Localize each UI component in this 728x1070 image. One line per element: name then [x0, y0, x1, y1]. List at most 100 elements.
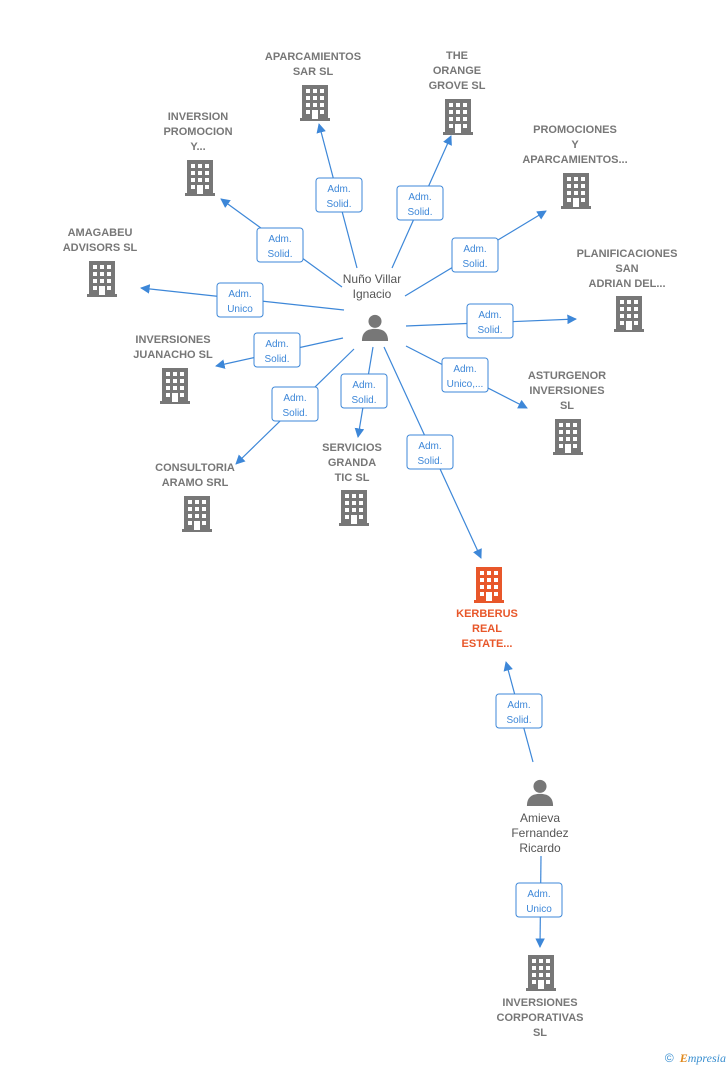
edge-label-text: Adm. — [453, 364, 476, 375]
relation-edge[interactable]: Adm.Unico,... — [405, 345, 528, 409]
company-name: AMAGABEU — [68, 227, 133, 239]
company-name: ASTURGENOR — [528, 370, 606, 382]
company-node[interactable]: INVERSIONPROMOCIONY... — [163, 111, 233, 196]
company-name: SERVICIOS — [322, 442, 382, 454]
edge-label-text: Solid. — [351, 395, 376, 406]
company-node[interactable]: APARCAMIENTOS SAR SL — [265, 51, 361, 121]
edge-label-text: Solid. — [506, 715, 531, 726]
company-name: REAL — [472, 623, 502, 635]
building-icon — [339, 490, 369, 526]
company-name: SAR SL — [293, 66, 334, 78]
edge-label-box — [216, 282, 264, 318]
edge-label-box — [451, 237, 499, 273]
building-icon — [553, 419, 583, 455]
edge-label-text: Adm. — [408, 192, 431, 203]
edge-label-text: Adm. — [478, 310, 501, 321]
company-name: GRANDA — [328, 457, 376, 469]
edge-label-text: Adm. — [265, 339, 288, 350]
edge-label-text: Solid. — [477, 325, 502, 336]
edge-label-text: Solid. — [282, 408, 307, 419]
relation-edge[interactable]: Adm.Solid. — [404, 210, 547, 297]
company-node[interactable]: CONSULTORIA ARAMO SRL — [155, 462, 235, 532]
building-icon — [526, 955, 556, 991]
edge-label-box — [495, 693, 543, 729]
relation-edge[interactable]: Adm.Solid. — [391, 135, 452, 269]
building-icon — [185, 160, 215, 196]
person-icon — [361, 314, 389, 341]
edge-label-box — [271, 386, 319, 422]
relation-edge[interactable]: Adm. Solid. — [220, 198, 343, 288]
company-name: INVERSIONES — [135, 334, 210, 346]
relation-edge[interactable]: Adm.Solid. — [315, 123, 363, 269]
company-name: ORANGE — [433, 65, 481, 77]
company-node[interactable]: SERVICIOS GRANDA TIC SL — [322, 442, 382, 526]
person-name: Ignacio — [353, 287, 392, 301]
edge-label-text: Adm. — [507, 700, 530, 711]
building-icon — [561, 173, 591, 209]
company-name: SL — [560, 400, 574, 412]
relation-edge[interactable]: Adm.Solid. — [340, 346, 388, 438]
company-name: PROMOCION — [163, 126, 232, 138]
building-icon — [474, 567, 504, 603]
person-name: Nuño Villar — [343, 272, 401, 286]
edge-label-box — [340, 373, 388, 409]
brand-initial: E — [679, 1051, 688, 1065]
edge-label-text: Adm. — [418, 441, 441, 452]
edge-label-box — [256, 227, 304, 263]
relation-edge[interactable]: Adm.Unico — [515, 855, 563, 948]
company-name: SL — [533, 1027, 547, 1039]
relation-edge[interactable]: Adm. Solid. — [405, 303, 577, 339]
company-node[interactable]: PROMOCIONESYAPARCAMIENTOS... — [522, 124, 628, 209]
company-name: ADRIAN DEL... — [589, 278, 666, 290]
building-icon — [300, 85, 330, 121]
company-node[interactable]: KERBERUSREALESTATE... — [456, 567, 518, 650]
edge-label-text: Solid. — [462, 259, 487, 270]
company-name: PROMOCIONES — [533, 124, 617, 136]
company-name: ARAMO SRL — [162, 477, 229, 489]
company-name: GROVE SL — [429, 80, 486, 92]
company-name: ADVISORS SL — [63, 242, 138, 254]
edge-label-text: Solid. — [326, 199, 351, 210]
company-name: SAN — [615, 263, 638, 275]
relation-edge[interactable]: Adm.Unico — [140, 282, 345, 318]
nodes-layer: Nuño VillarIgnacioAmievaFernandezRicardo… — [63, 50, 678, 1039]
edge-label-text: Adm. — [268, 234, 291, 245]
company-name: Y — [571, 139, 579, 151]
relation-edge[interactable]: Adm. Solid. — [235, 348, 355, 465]
building-icon — [160, 368, 190, 404]
company-name: CONSULTORIA — [155, 462, 235, 474]
company-name: TIC SL — [335, 472, 370, 484]
edge-label-text: Solid. — [417, 456, 442, 467]
person-name: Amieva — [520, 811, 560, 825]
edge-label-box — [396, 185, 444, 221]
edge-label-text: Adm. — [283, 393, 306, 404]
edge-label-box — [466, 303, 514, 339]
relation-edge[interactable]: Adm. Solid. — [495, 661, 543, 763]
building-icon — [443, 99, 473, 135]
edge-label-box — [441, 357, 489, 393]
company-name: Y... — [190, 141, 205, 153]
edge-label-box — [406, 434, 454, 470]
brand-name: mpresia — [687, 1051, 726, 1065]
edge-label-text: Solid. — [264, 354, 289, 365]
edge-label-text: Solid. — [267, 249, 292, 260]
company-node[interactable]: AMAGABEU ADVISORS SL — [63, 227, 138, 297]
person-name: Fernandez — [511, 826, 568, 840]
company-name: APARCAMIENTOS — [265, 51, 361, 63]
person-name: Ricardo — [519, 841, 561, 855]
edge-label-box — [315, 177, 363, 213]
relation-edge[interactable]: Adm. Solid. — [383, 346, 482, 559]
empresia-watermark[interactable]: ©Empresia — [665, 1051, 726, 1066]
edge-label-box — [253, 332, 301, 368]
person-icon — [526, 779, 554, 806]
edge-label-box — [515, 882, 563, 918]
relation-edge[interactable]: Adm. Solid. — [215, 332, 344, 369]
